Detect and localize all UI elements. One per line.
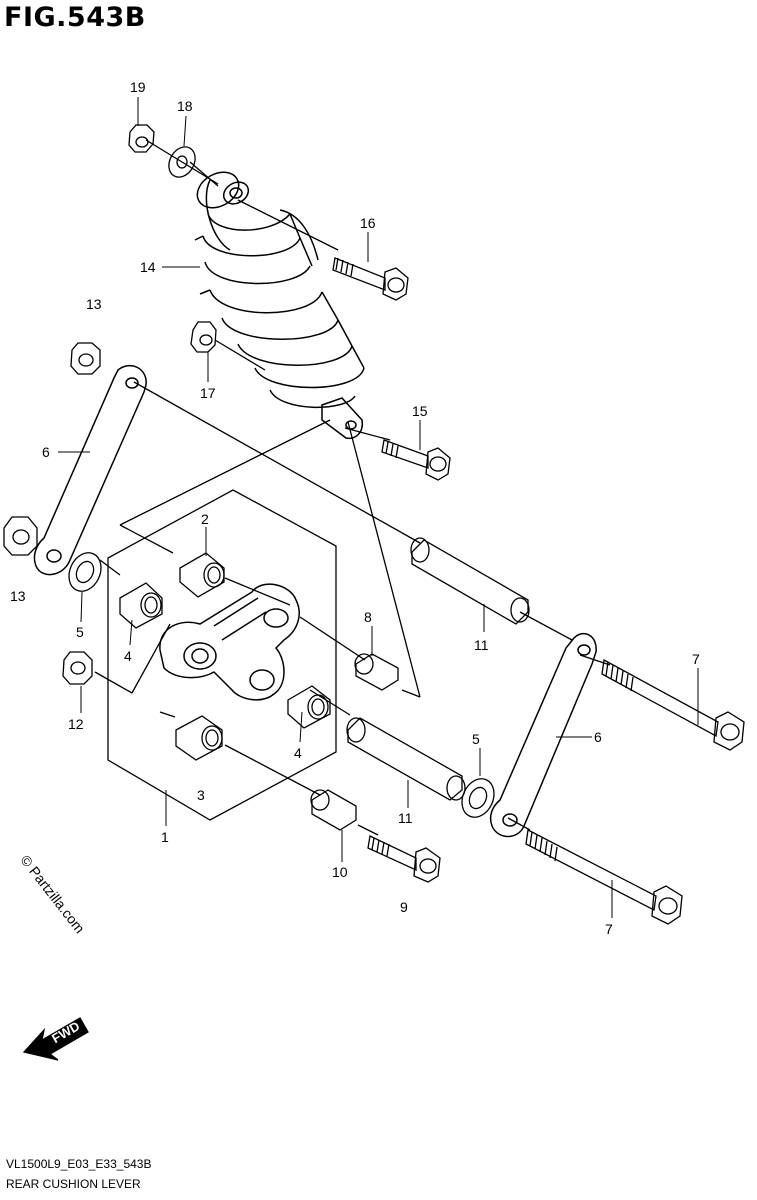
cushion-lever	[159, 583, 300, 701]
link-6-left	[33, 364, 147, 576]
fwd-arrow-icon	[22, 1017, 89, 1061]
nut-13-top	[70, 342, 101, 375]
callout-6-right: 6	[594, 729, 602, 745]
nut-12	[62, 651, 93, 685]
callout-9: 9	[400, 899, 408, 915]
callout-19: 19	[130, 79, 146, 95]
spacer-11-lower	[346, 717, 466, 801]
bearing-4-lower	[287, 685, 331, 729]
callout-15: 15	[412, 403, 428, 419]
callout-1: 1	[161, 829, 169, 845]
callout-17: 17	[200, 385, 216, 401]
spacer-11-upper	[410, 537, 530, 625]
callout-7-lower: 7	[605, 921, 613, 937]
bolt-9	[367, 835, 441, 883]
lever-assembly-outline	[107, 489, 337, 821]
callout-numbers: 19 18 16 14 13 17 15 6 2 13 5 8 11 4 7 1…	[10, 79, 700, 937]
nut-19	[128, 124, 155, 153]
bolt-15	[381, 439, 451, 481]
bearing-4-upper	[119, 582, 163, 629]
washer-18	[168, 146, 196, 178]
callout-6-left: 6	[42, 444, 50, 460]
callout-3: 3	[197, 787, 205, 803]
bearing-3	[175, 715, 223, 761]
bearing-2	[179, 552, 225, 598]
callout-10: 10	[332, 864, 348, 880]
bolt-7-upper	[601, 658, 745, 751]
collar-10	[310, 789, 357, 831]
callout-4-lower: 4	[294, 745, 302, 761]
leader-lines	[94, 139, 611, 836]
nut-17	[190, 321, 217, 353]
bolt-16	[332, 257, 409, 301]
callout-13-bottom: 13	[10, 588, 26, 604]
bolt-7-lower	[525, 829, 683, 925]
nut-13-bottom	[3, 516, 38, 556]
callout-2: 2	[201, 511, 209, 527]
washer-5-left	[68, 552, 102, 592]
callout-11-upper: 11	[474, 637, 489, 653]
callout-8: 8	[364, 609, 372, 625]
callout-5-left: 5	[76, 624, 84, 640]
callout-leaders	[58, 97, 699, 918]
diagram-name: REAR CUSHION LEVER	[6, 1177, 141, 1191]
model-code: VL1500L9_E03_E33_543B	[6, 1157, 152, 1171]
rear-shock-absorber	[194, 171, 365, 440]
callout-12: 12	[68, 716, 84, 732]
callout-4-upper: 4	[124, 648, 132, 664]
callout-7-upper: 7	[692, 651, 700, 667]
callout-14: 14	[140, 259, 156, 275]
link-6-right	[489, 632, 597, 838]
figure-title: FIG.543B	[4, 2, 146, 33]
collar-8	[354, 653, 399, 691]
callout-16: 16	[360, 215, 376, 231]
callout-5-right: 5	[472, 731, 480, 747]
callout-11-lower: 11	[398, 810, 413, 826]
callout-13-top: 13	[86, 296, 102, 312]
callout-18: 18	[177, 98, 193, 114]
